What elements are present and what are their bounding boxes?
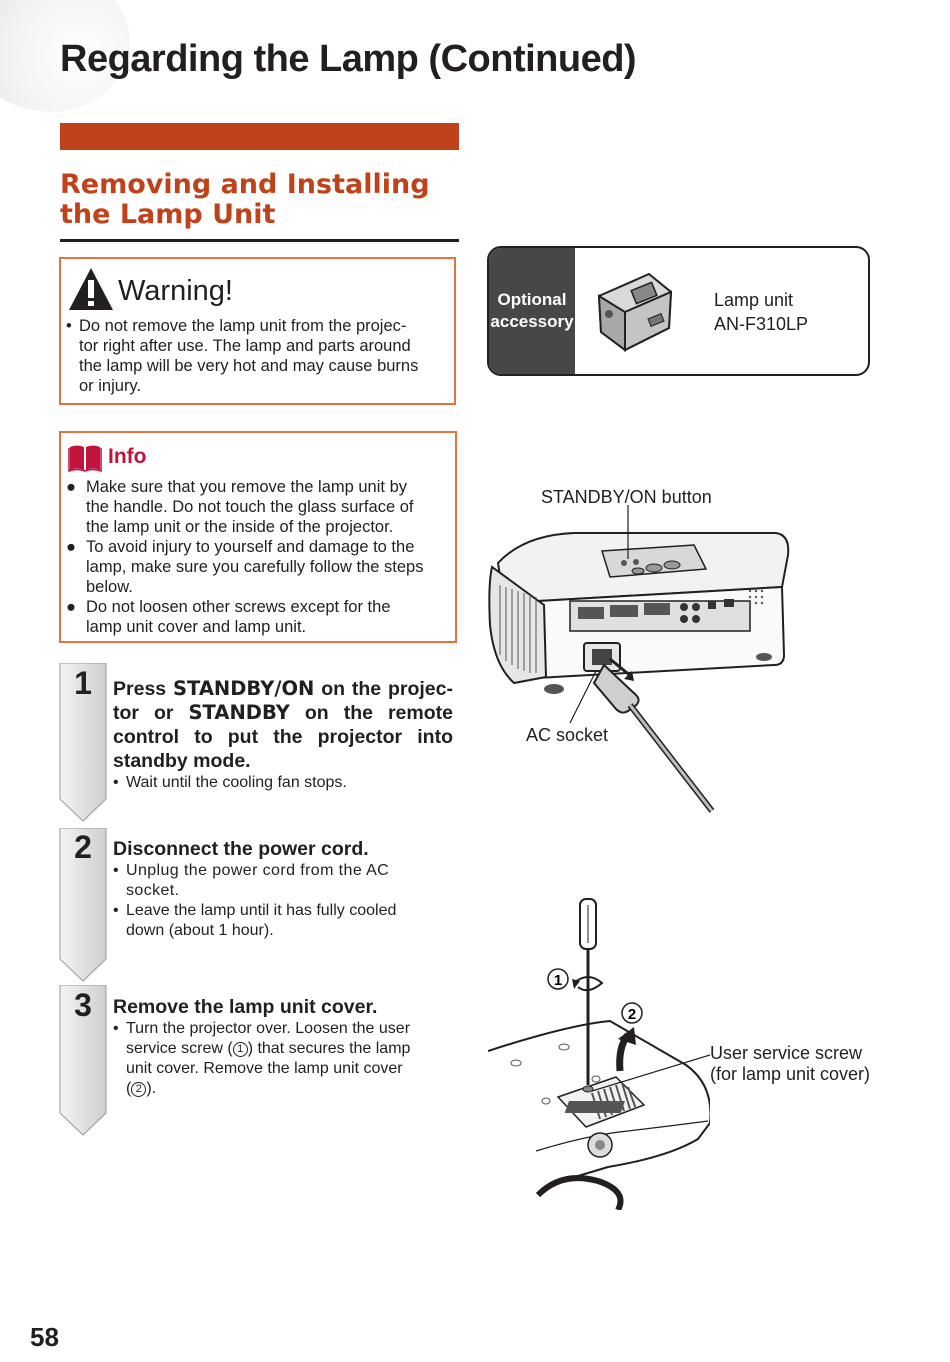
lamp-unit-image [597,272,673,352]
accessory-tag: Optional accessory [489,248,575,374]
info-list: ● Make sure that you remove the lamp uni… [66,477,452,637]
bullet: ● [66,598,76,616]
text-line: lamp unit cover and lamp unit. [86,618,307,636]
section-title-line2: the Lamp Unit [60,199,276,230]
warning-item: • Do not remove the lamp unit from the p… [66,316,446,396]
accessory-tag-line2: accessory [490,312,574,331]
projector-underside-illustration: 1 2 [488,898,710,1210]
info-title: Info [108,445,147,468]
info-item: ● To avoid injury to yourself and damage… [66,537,452,597]
screw-label-line1: User service screw [710,1043,863,1063]
step-1-content: Press STANDBY/ON on the projec- tor or S… [113,677,453,793]
accessory-name: Lamp unit [714,290,794,310]
user-service-screw-label: User service screw (for lamp unit cover) [710,1043,870,1085]
accessory-model: AN-F310LP [714,314,809,334]
warning-title: Warning! [118,275,233,307]
step-heading: Disconnect the power cord. [113,838,369,860]
text-line: the handle. Do not touch the glass surfa… [86,498,414,516]
step-number: 2 [74,829,92,865]
step-heading-line: Press STANDBY/ON on the projec- [113,677,453,700]
marker-1: 1 [554,972,562,989]
step-note: • Turn the projector over. Loosen the us… [113,1020,411,1097]
text-line: Do not loosen other screws except for th… [86,598,391,616]
standby-button-label: STANDBY/ON button [541,487,712,507]
info-item: ● Do not loosen other screws except for … [66,597,452,637]
accessory-description: Lamp unit AN-F310LP [714,288,808,336]
bullet: ● [66,478,76,496]
step-2-content: Disconnect the power cord. •Unplug the p… [113,837,447,941]
section-divider [60,239,459,242]
text-line: tor right after use. The lamp and parts … [79,337,411,355]
step-tab [59,663,107,822]
step-heading-line: tor or STANDBY on the remote [113,701,453,724]
book-icon [68,445,102,472]
section-bar [60,123,459,150]
text-line: below. [86,578,133,596]
step-heading-line: control to put the projector into [113,726,453,748]
optional-accessory-box: Optional accessory Lamp unit AN-F310LP [487,246,870,376]
step-heading: Remove the lamp unit cover. [113,996,378,1018]
step-tab [59,985,107,1136]
bullet: • [66,317,72,335]
text-line: the lamp unit or the inside of the proje… [86,518,394,536]
warning-box [59,257,456,405]
circled-number: 1 [232,1042,248,1057]
info-box [59,431,457,643]
marker-2: 2 [628,1006,636,1023]
screw-label-line2: (for lamp unit cover) [710,1064,871,1084]
step-number: 3 [74,987,92,1023]
step-3-content: Remove the lamp unit cover. • Turn the p… [113,995,447,1099]
step-note: •Leave the lamp until it has fully coole… [113,902,397,939]
bullet: ● [66,538,76,556]
section-title-line1: Removing and Installing [60,169,430,200]
text-line: To avoid injury to yourself and damage t… [86,538,415,556]
warning-triangle-icon [69,268,113,310]
text-line: Do not remove the lamp unit from the pro… [79,317,407,335]
step-note: •Wait until the cooling fan stops. [113,774,347,791]
page-number: 58 [30,1322,59,1352]
projector-rear-illustration [488,505,790,813]
page-title: Regarding the Lamp (Continued) [60,38,637,80]
text-line: Make sure that you remove the lamp unit … [86,478,407,496]
circled-number: 2 [131,1082,147,1097]
warning-text: • Do not remove the lamp unit from the p… [66,316,446,396]
info-item: ● Make sure that you remove the lamp uni… [66,477,452,537]
step-number: 1 [74,665,92,701]
step-tab [59,828,107,982]
ac-socket-label: AC socket [526,725,609,745]
step-heading-line: standby mode. [113,750,251,772]
accessory-tag-line1: Optional [497,290,567,309]
text-line: lamp, make sure you carefully follow the… [86,558,424,576]
section-title: Removing and Installing the Lamp Unit [60,170,460,230]
text-line: the lamp will be very hot and may cause … [79,357,419,375]
text-line: or injury. [79,377,142,395]
